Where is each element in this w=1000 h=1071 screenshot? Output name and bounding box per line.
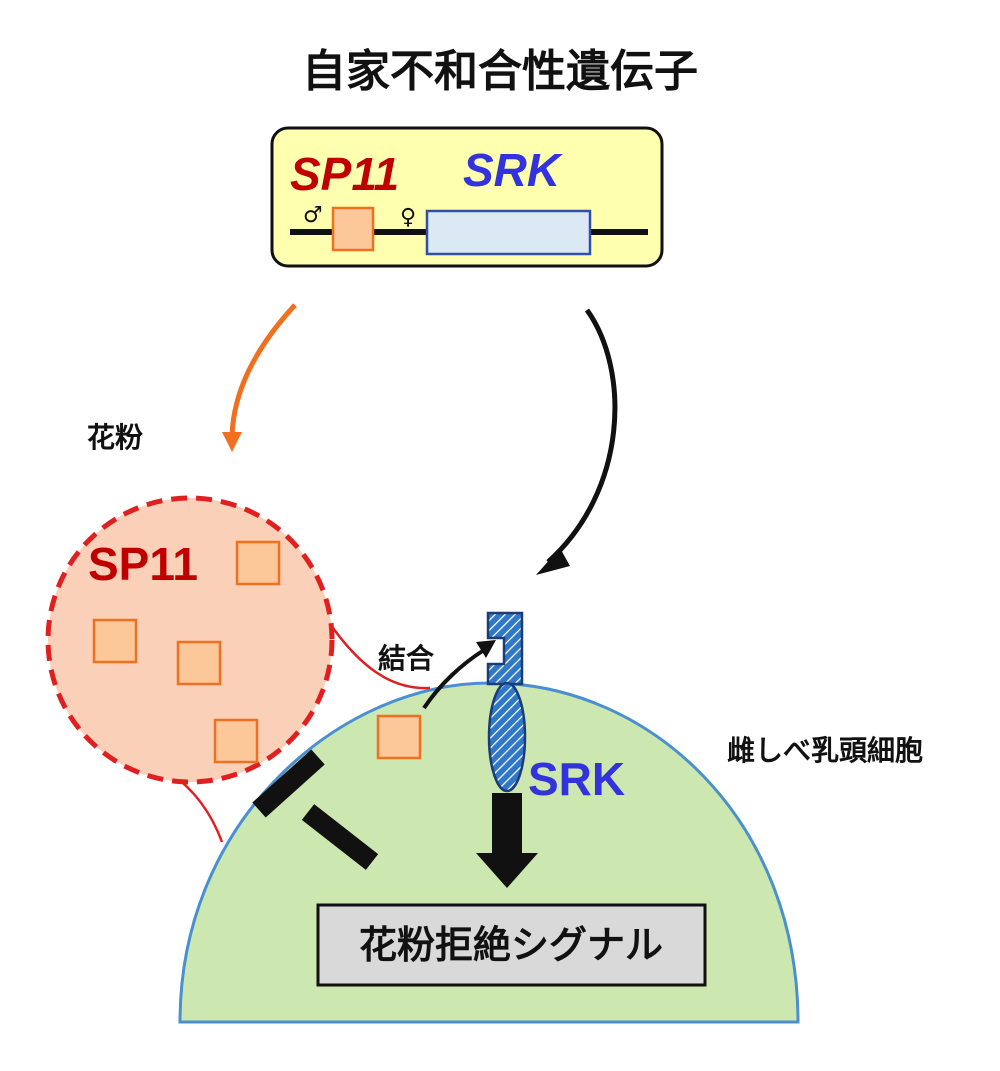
diagram-title: 自家不和合性遺伝子 bbox=[302, 46, 698, 97]
sp11-gene-segment bbox=[331, 206, 375, 252]
inhibition-stem bbox=[301, 804, 379, 870]
srk-label: SRK bbox=[528, 753, 625, 805]
pollen-label: 花粉 bbox=[87, 421, 143, 454]
sp11-protein bbox=[213, 718, 259, 764]
zoom-line-top bbox=[331, 627, 431, 690]
binding-label: 結合 bbox=[378, 642, 435, 675]
female-symbol: ♀ bbox=[400, 205, 416, 230]
gene-box: SP11 SRK ♂ ♀ bbox=[270, 126, 664, 268]
srk-gene-segment bbox=[425, 209, 592, 256]
inhibition-bar bbox=[252, 749, 325, 818]
papilla-label: 雌しべ乳頭細胞 bbox=[727, 734, 923, 767]
signal-box bbox=[316, 903, 707, 987]
pollen-sp11-label: SP11 bbox=[88, 538, 198, 590]
binding-arrow bbox=[422, 648, 486, 710]
signal-label: 花粉拒絶シグナル bbox=[359, 923, 663, 967]
black-arrow-head bbox=[536, 548, 570, 575]
sp11-protein bbox=[92, 618, 138, 664]
srk-receptor bbox=[486, 611, 527, 793]
gene-label-srk: SRK bbox=[463, 144, 563, 196]
black-arrow bbox=[546, 308, 618, 564]
orange-arrow-head bbox=[222, 432, 242, 452]
sp11-protein-free bbox=[376, 714, 422, 760]
binding-arrow-head bbox=[476, 640, 496, 658]
signal-arrow-shaft bbox=[492, 793, 522, 855]
srk-transmembrane bbox=[487, 681, 527, 793]
sp11-protein bbox=[235, 540, 281, 586]
srk-binding-domain bbox=[486, 611, 524, 686]
sp11-protein bbox=[176, 640, 222, 686]
male-symbol: ♂ bbox=[303, 203, 323, 228]
signal-arrow-head bbox=[476, 853, 538, 888]
gene-label-sp11: SP11 bbox=[290, 148, 399, 200]
orange-arrow bbox=[229, 303, 297, 441]
